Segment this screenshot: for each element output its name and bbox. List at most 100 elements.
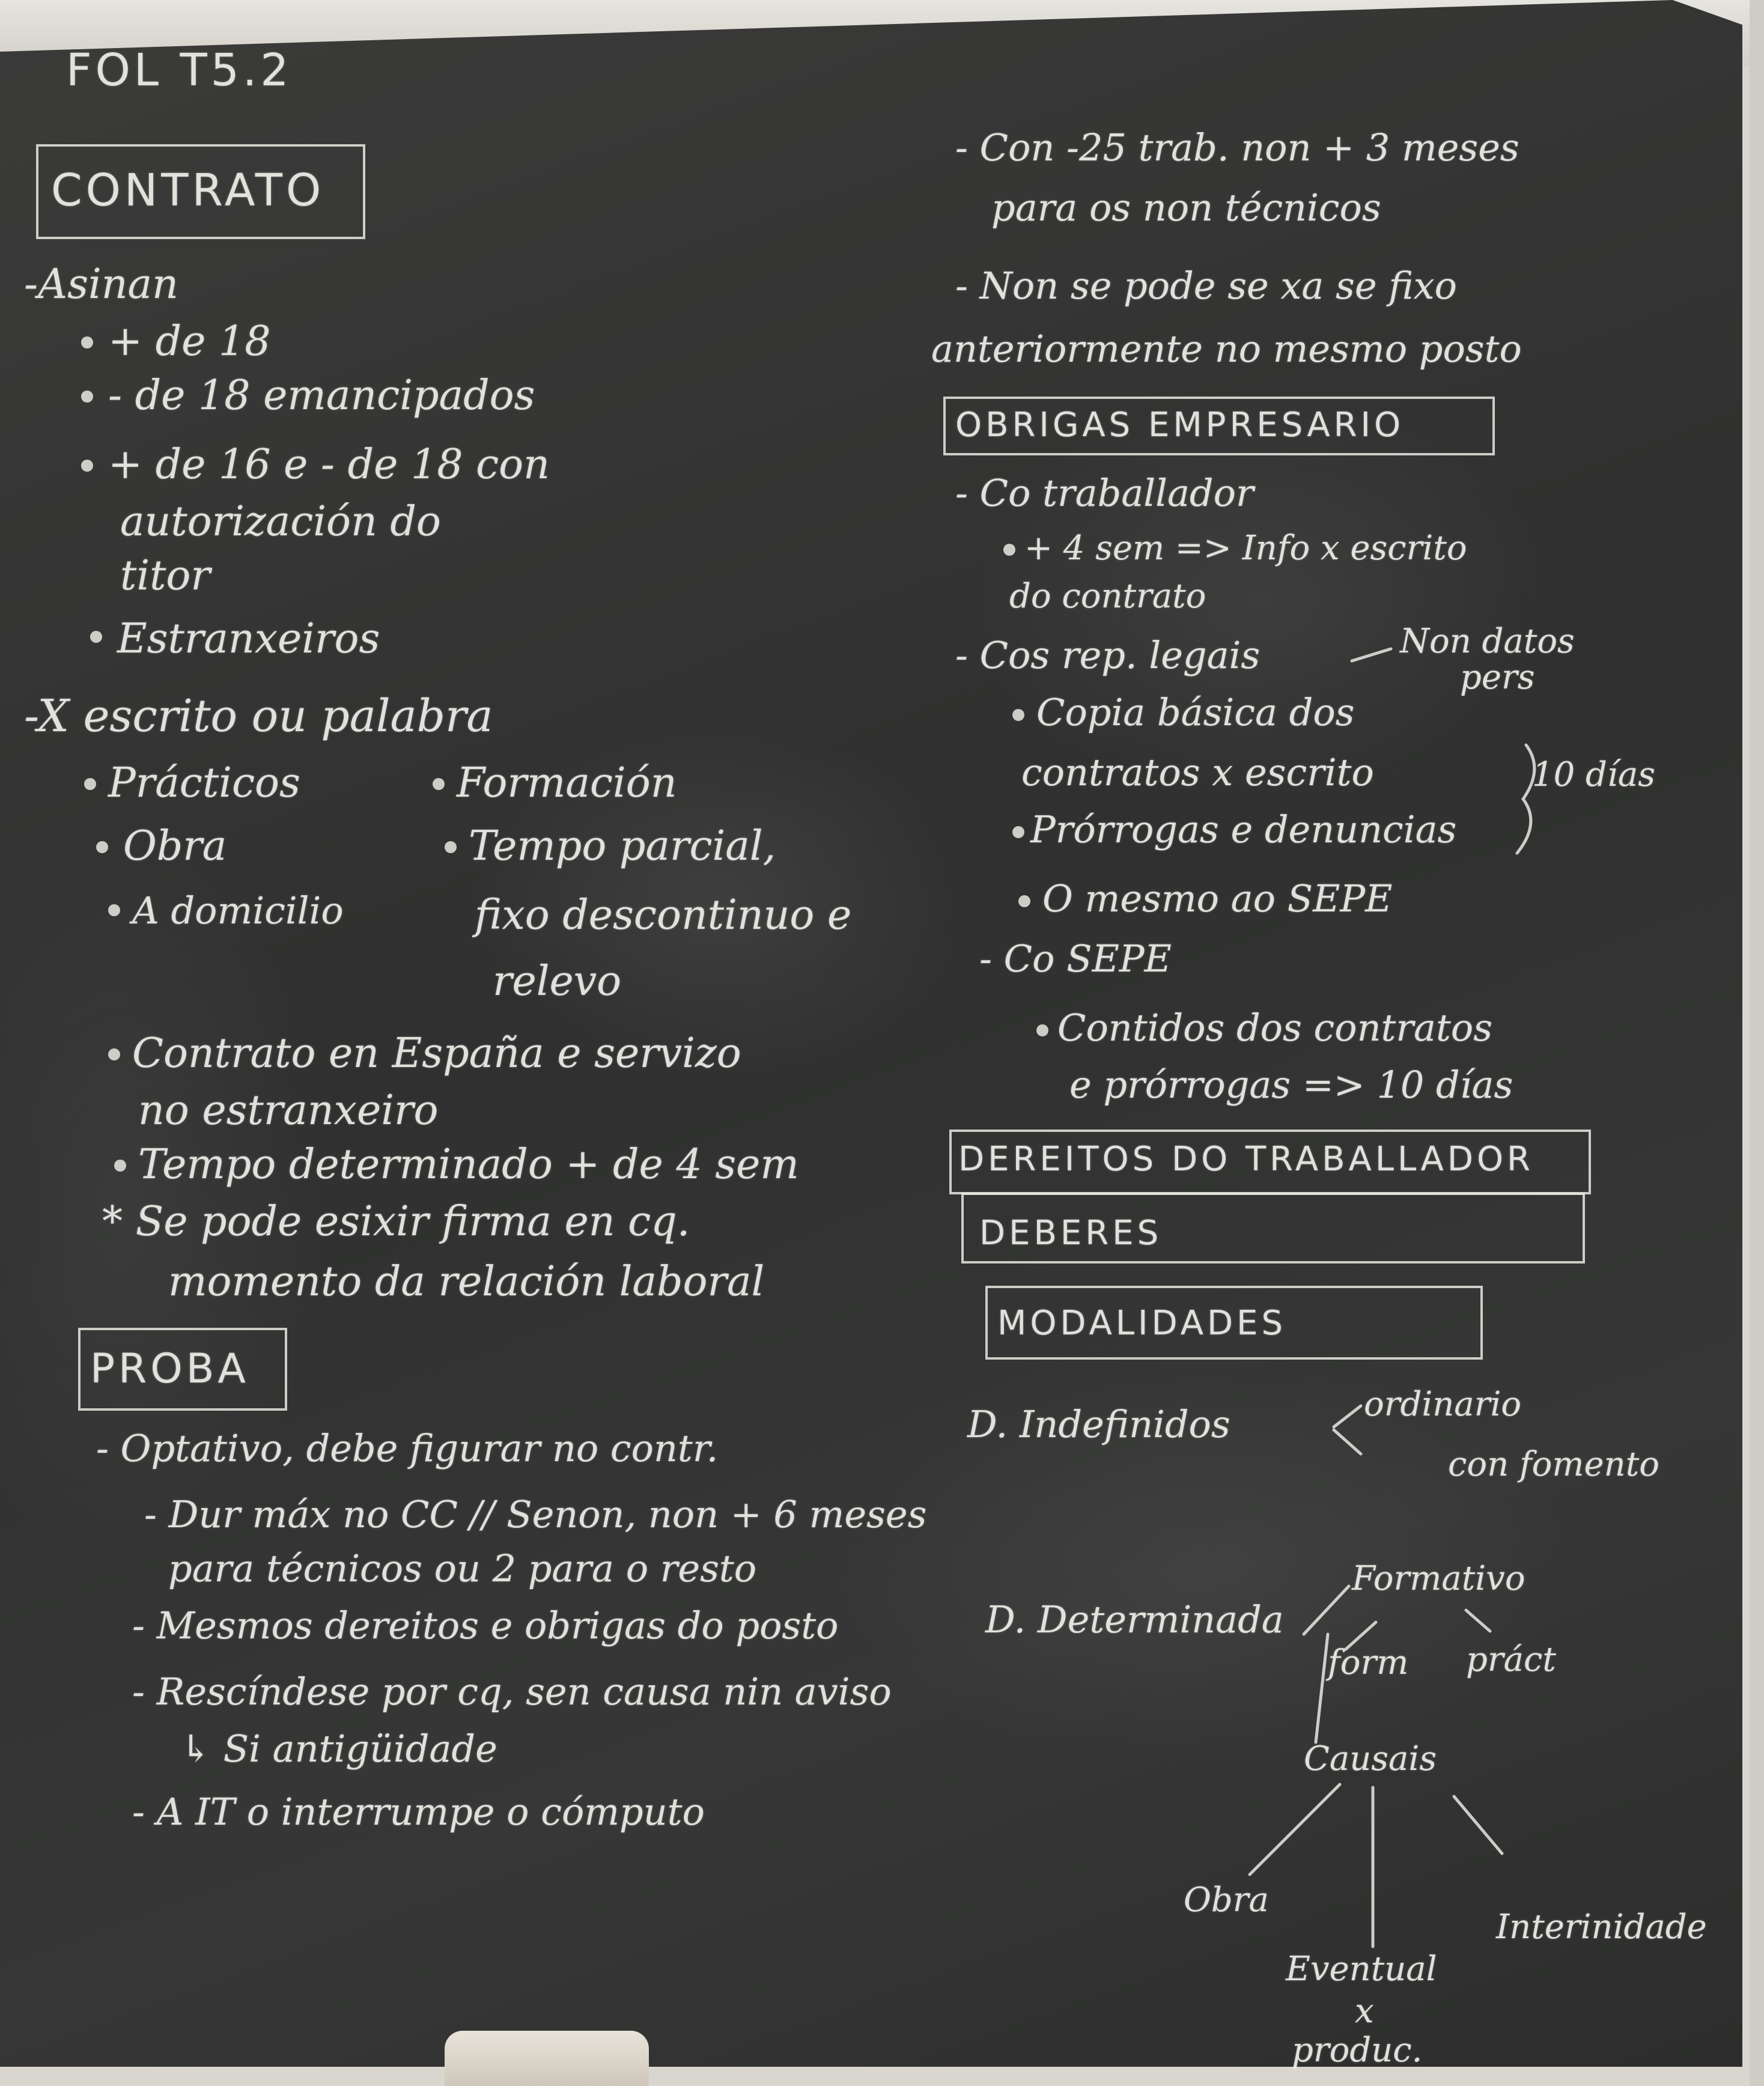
formativo-branch: práct — [1466, 1640, 1556, 1679]
modalidades-box — [985, 1286, 1483, 1360]
deberes-box — [961, 1193, 1585, 1263]
obrigas-line: + 4 sem => Info x escrito — [1024, 529, 1467, 568]
asinan-item: autorización do — [120, 498, 441, 546]
note-line: anteriormente no mesmo posto — [931, 327, 1522, 371]
note-line: * Se pode esixir firma en cq. — [102, 1198, 690, 1245]
proba-item: para técnicos ou 2 para o resto — [168, 1546, 757, 1590]
asinan-item: titor — [120, 552, 210, 600]
obrigas-line: Contidos dos contratos — [1057, 1006, 1493, 1050]
note-line: - Non se pode se xa se fixo — [955, 264, 1457, 308]
causais-branch: Eventual — [1286, 1950, 1437, 1989]
note-line: Contrato en España e servizo — [132, 1030, 741, 1077]
bullet — [114, 1160, 126, 1172]
type-item: Prácticos — [108, 759, 300, 807]
branch-line — [1344, 1620, 1378, 1651]
bullet — [445, 841, 457, 853]
branch-line — [1332, 1404, 1363, 1429]
note-line: no estranxeiro — [138, 1087, 439, 1134]
branch-line — [1302, 1584, 1351, 1636]
escrito-label: -X escrito ou palabra — [24, 690, 493, 742]
bullet — [1018, 895, 1030, 907]
type-item: A domicilio — [132, 889, 344, 932]
asinan-item: Estranxeiros — [117, 615, 380, 663]
proba-item: - Rescíndese por cq, sen causa nin aviso — [132, 1670, 892, 1714]
bullet — [81, 336, 93, 348]
board-title: FOL T5.2 — [66, 44, 293, 96]
formativo-branch: form — [1328, 1643, 1409, 1682]
branch-line — [1248, 1783, 1342, 1876]
modalidades-heading: MODALIDADES — [997, 1304, 1287, 1343]
bullet — [96, 841, 108, 853]
causais-branch: Interinidade — [1496, 1908, 1707, 1947]
note-line: - Con -25 trab. non + 3 meses — [955, 126, 1519, 169]
type-item: Tempo parcial, — [469, 823, 776, 870]
indef-branch: con fomento — [1448, 1445, 1659, 1484]
causais-branch: Obra — [1184, 1881, 1269, 1920]
bullet — [433, 778, 445, 790]
bullet — [1036, 1024, 1048, 1036]
causais-label: Causais — [1304, 1739, 1437, 1778]
obrigas-line: Prórrogas e denuncias — [1030, 807, 1457, 851]
obrigas-line: e prórrogas => 10 días — [1069, 1063, 1513, 1107]
proba-item: - Mesmos dereitos e obrigas do posto — [132, 1604, 839, 1647]
bullet — [1012, 709, 1024, 721]
causais-branch: x — [1355, 1992, 1374, 2031]
chalkboard — [0, 0, 1742, 2067]
indefinidos-label: D. Indefinidos — [967, 1402, 1230, 1446]
type-item: Obra — [123, 823, 227, 870]
proba-heading: PROBA — [90, 1345, 249, 1393]
obrigas-line: - Co SEPE — [979, 937, 1172, 981]
branch-line — [1452, 1795, 1504, 1855]
obrigas-line: pers — [1460, 658, 1535, 697]
note-line: Tempo determinado + de 4 sem — [138, 1141, 799, 1188]
proba-item: - A IT o interrumpe o cómputo — [132, 1790, 705, 1834]
brace-line — [1515, 743, 1536, 855]
causais-branch: produc. — [1292, 2031, 1423, 2070]
branch-line — [1314, 1632, 1330, 1744]
deberes-heading: DEBERES — [979, 1214, 1163, 1253]
bullet — [108, 904, 120, 916]
proba-box — [78, 1328, 287, 1411]
bullet — [1003, 544, 1015, 556]
indef-branch: ordinario — [1364, 1385, 1522, 1424]
bullet — [90, 631, 102, 643]
type-item: relevo — [493, 958, 622, 1005]
obrigas-box — [943, 397, 1495, 455]
proba-item: ↳ Si antigüidade — [180, 1727, 497, 1771]
type-item: Formación — [457, 759, 677, 807]
obrigas-line: Copia básica dos — [1036, 690, 1355, 734]
formativo-label: Formativo — [1352, 1559, 1525, 1598]
obrigas-line: - Co traballador — [955, 471, 1254, 515]
bullet — [81, 460, 93, 472]
type-item: fixo descontinuo e — [475, 892, 852, 939]
branch-line — [1332, 1428, 1363, 1456]
obrigas-line: O mesmo ao SEPE — [1042, 877, 1393, 920]
bullet — [1012, 826, 1024, 838]
asinan-item: - de 18 emancipados — [108, 372, 535, 419]
obrigas-line: contratos x escrito — [1021, 750, 1374, 794]
obrigas-line: do contrato — [1009, 577, 1206, 616]
asinan-item: + de 18 — [108, 318, 271, 365]
asinan-item: + de 16 e - de 18 con — [108, 441, 550, 488]
wall-edge — [1750, 0, 1764, 2086]
contrato-box — [36, 144, 365, 239]
branch-line — [1464, 1608, 1492, 1633]
obrigas-line: 10 días — [1532, 755, 1655, 794]
obrigas-line: - Cos rep. legais — [955, 633, 1261, 677]
proba-item: - Dur máx no CC // Senon, non + 6 meses — [144, 1492, 927, 1536]
proba-item: - Optativo, debe figurar no contr. — [96, 1426, 719, 1470]
arrow-line — [1350, 647, 1393, 663]
determinada-label: D. Determinada — [985, 1598, 1284, 1641]
dereitos-heading: DEREITOS DO TRABALLADOR — [958, 1140, 1534, 1179]
bullet — [108, 1048, 120, 1060]
asinan-label: -Asinan — [24, 261, 178, 308]
eraser-cloth — [445, 2031, 649, 2086]
obrigas-heading: OBRIGAS EMPRESARIO — [955, 406, 1405, 445]
contrato-heading: CONTRATO — [51, 165, 325, 216]
bullet — [84, 778, 96, 790]
bullet — [81, 391, 93, 403]
note-line: para os non técnicos — [991, 186, 1381, 230]
obrigas-line: Non datos — [1400, 622, 1575, 661]
note-line: momento da relación laboral — [168, 1258, 765, 1306]
